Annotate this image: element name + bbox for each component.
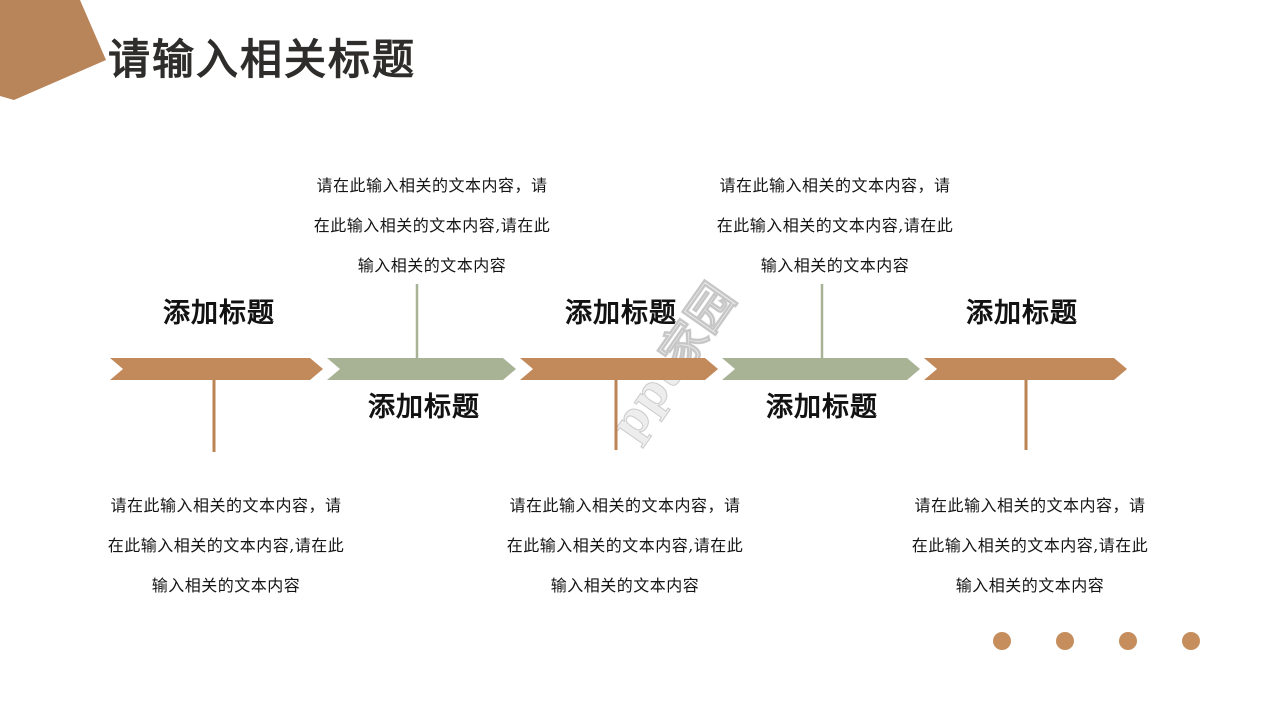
body-text-line: 输入相关的文本内容 xyxy=(550,576,700,595)
timeline-segment-5 xyxy=(924,358,1127,380)
segment-label-2: 添加标题 xyxy=(368,392,480,423)
segment-label-5: 添加标题 xyxy=(966,298,1078,329)
timeline-segment-1 xyxy=(110,358,323,380)
timeline-segment-2 xyxy=(327,358,516,380)
body-text-line: 在此输入相关的文本内容,请在此 xyxy=(313,216,551,235)
body-text-line: 输入相关的文本内容 xyxy=(955,576,1105,595)
body-text-line: 输入相关的文本内容 xyxy=(357,256,507,275)
pagination-dot-4 xyxy=(1182,632,1200,650)
body-text-below-5: 请在此输入相关的文本内容，请 在此输入相关的文本内容,请在此 输入相关的文本内容 xyxy=(894,486,1166,606)
body-text-above-2: 请在此输入相关的文本内容，请 在此输入相关的文本内容,请在此 输入相关的文本内容 xyxy=(296,166,568,286)
body-text-line: 在此输入相关的文本内容,请在此 xyxy=(911,536,1149,555)
body-text-line: 请在此输入相关的文本内容，请 xyxy=(316,176,548,195)
body-text-line: 在此输入相关的文本内容,请在此 xyxy=(506,536,744,555)
body-text-line: 输入相关的文本内容 xyxy=(151,576,301,595)
body-text-above-4: 请在此输入相关的文本内容，请 在此输入相关的文本内容,请在此 输入相关的文本内容 xyxy=(699,166,971,286)
body-text-line: 在此输入相关的文本内容,请在此 xyxy=(716,216,954,235)
segment-label-1: 添加标题 xyxy=(163,298,275,329)
body-text-line: 输入相关的文本内容 xyxy=(760,256,910,275)
pagination-dot-3 xyxy=(1119,632,1137,650)
body-text-below-3: 请在此输入相关的文本内容，请 在此输入相关的文本内容,请在此 输入相关的文本内容 xyxy=(489,486,761,606)
page-title: 请输入相关标题 xyxy=(108,35,417,84)
segment-label-3: 添加标题 xyxy=(565,298,677,329)
segment-label-4: 添加标题 xyxy=(766,392,878,423)
pagination-dot-1 xyxy=(993,632,1011,650)
corner-accent-shape xyxy=(0,0,106,100)
body-text-line: 请在此输入相关的文本内容，请 xyxy=(110,496,342,515)
body-text-line: 在此输入相关的文本内容,请在此 xyxy=(107,536,345,555)
body-text-below-1: 请在此输入相关的文本内容，请 在此输入相关的文本内容,请在此 输入相关的文本内容 xyxy=(90,486,362,606)
body-text-line: 请在此输入相关的文本内容，请 xyxy=(914,496,1146,515)
timeline-segment-4 xyxy=(722,358,920,380)
body-text-line: 请在此输入相关的文本内容，请 xyxy=(509,496,741,515)
body-text-line: 请在此输入相关的文本内容，请 xyxy=(719,176,951,195)
timeline-segment-3 xyxy=(520,358,718,380)
corner-accent xyxy=(0,0,106,100)
pagination-dot-2 xyxy=(1056,632,1074,650)
